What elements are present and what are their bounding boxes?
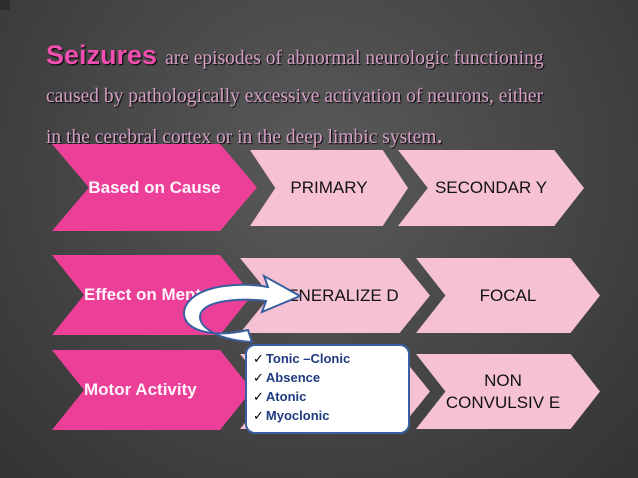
slide-title: Seizures are episodes of abnormal neurolo… (46, 36, 626, 157)
item-label: NON CONVULSIV E (445, 370, 561, 412)
item-label: GENERALIZE D (274, 285, 399, 305)
list-item: Atonic (253, 387, 402, 406)
row-mentation-item-1: GENERALIZE D (240, 258, 430, 333)
category-label: Based on Cause (88, 177, 221, 197)
row-cause-item-1: PRIMARY (250, 150, 408, 226)
title-period: . (436, 120, 443, 149)
title-line3-text: in the cerebral cortex or in the deep li… (46, 127, 437, 148)
row-motor-category: Motor Activity (52, 350, 252, 430)
row-cause-item-2: SECONDAR Y (398, 150, 584, 226)
list-item: Myoclonic (253, 406, 402, 425)
curved-arrow-icon (183, 273, 303, 344)
seizure-types-callout: Tonic –Clonic Absence Atonic Myoclonic (245, 344, 410, 434)
title-line-1: Seizures are episodes of abnormal neurolo… (46, 36, 626, 78)
title-line-3: in the cerebral cortex or in the deep li… (46, 116, 626, 157)
list-item: Tonic –Clonic (253, 349, 402, 368)
list-item: Absence (253, 368, 402, 387)
row-mentation-item-2: FOCAL (416, 258, 600, 333)
slide-corner (0, 0, 10, 10)
title-keyword: Seizures (46, 40, 158, 70)
category-label: Motor Activity (84, 380, 197, 399)
row-motor-item-2: NON CONVULSIV E (416, 354, 600, 429)
item-label: PRIMARY (290, 178, 368, 197)
item-label: FOCAL (479, 285, 537, 305)
title-line-2: caused by pathologically excessive activ… (46, 86, 544, 107)
title-line1-text: are episodes of abnormal neurologic func… (165, 48, 544, 69)
seizure-types-list: Tonic –Clonic Absence Atonic Myoclonic (253, 349, 402, 425)
item-label: SECONDAR Y (434, 178, 548, 197)
